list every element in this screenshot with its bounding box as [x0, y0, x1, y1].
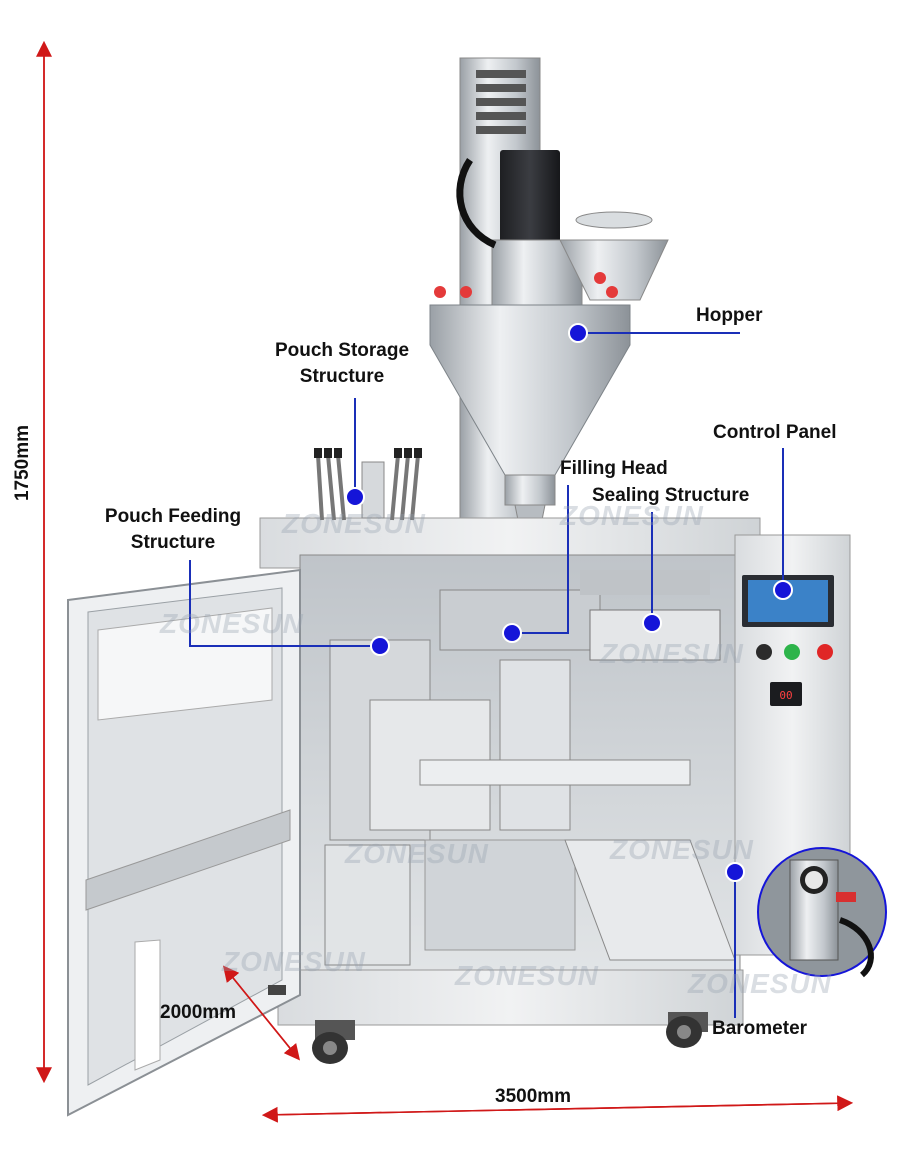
pouch-storage-marker [345, 487, 365, 507]
pouch-storage-label: Pouch Storage Structure [252, 338, 432, 390]
watermark: ZONESUN [455, 960, 599, 991]
motor-cable [456, 158, 497, 249]
pouch-storage-rods [316, 454, 420, 521]
barometer-inset [757, 847, 887, 978]
barometer-marker [725, 862, 745, 882]
filling-head-marker [502, 623, 522, 643]
depth-dimension-label: 2000mm [160, 1002, 237, 1023]
casters [268, 985, 708, 1064]
pouch-feeding-label-line1: Pouch Feeding [104, 506, 242, 527]
control-panel-label: Control Panel [713, 422, 837, 443]
door-handle [85, 809, 291, 911]
watermark: ZONESUN [610, 834, 754, 865]
sealing-structure-marker [642, 613, 662, 633]
column-vents [476, 70, 526, 134]
width-dimension-label: 3500mm [495, 1086, 572, 1107]
cabinet-base [277, 969, 744, 1026]
hopper-label: Hopper [696, 305, 763, 326]
watermark: ZONESUN [600, 638, 744, 669]
barometer-label: Barometer [712, 1018, 808, 1039]
height-dimension-label: 1750mm [12, 424, 33, 502]
watermark: ZONESUN [688, 968, 832, 999]
dimension-arrows [36, 40, 854, 1123]
pouch-storage-label-line2: Structure [299, 366, 385, 387]
watermark: ZONESUN [160, 608, 304, 639]
hopper-marker [568, 323, 588, 343]
feed-inlet [559, 239, 669, 301]
pouch-feeding-label: Pouch Feeding Structure [88, 504, 258, 556]
watermark: ZONESUN [560, 500, 704, 531]
watermark: ZONESUN [345, 838, 489, 869]
servo-motor [500, 150, 560, 250]
pouch-feeding-label-line2: Structure [130, 532, 216, 553]
sealing-structure-label: Sealing Structure [592, 485, 750, 506]
watermark: ZONESUN [282, 508, 426, 539]
leader-lines [189, 332, 784, 1018]
watermark: ZONESUN [222, 946, 366, 977]
svg-text:00: 00 [779, 689, 792, 702]
pouch-storage-label-line1: Pouch Storage [274, 340, 410, 361]
callout-markers [345, 323, 793, 882]
pouch-feeding-marker [370, 636, 390, 656]
filling-head-label: Filling Head [560, 458, 668, 479]
control-panel-marker [773, 580, 793, 600]
